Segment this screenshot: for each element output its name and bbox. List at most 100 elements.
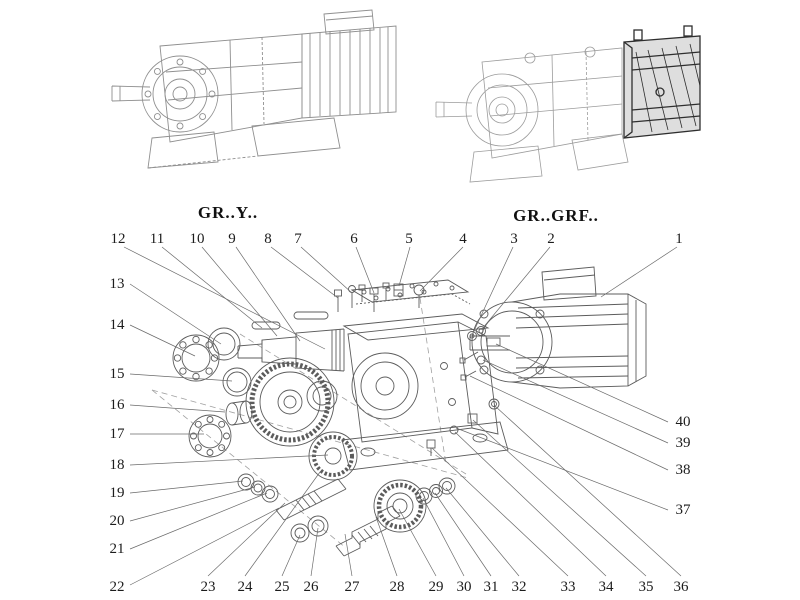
callout-10: 10 [190, 231, 205, 247]
leader-16 [129, 404, 226, 413]
housing-plugs [426, 398, 500, 456]
callout-4: 4 [459, 231, 467, 247]
leader-31 [434, 492, 492, 577]
callout-25: 25 [275, 579, 290, 595]
callout-13: 13 [110, 276, 125, 292]
callout-2: 2 [547, 231, 555, 247]
callout-1: 1 [675, 231, 683, 247]
callout-37: 37 [676, 502, 692, 518]
leader-34 [454, 431, 607, 577]
leader-10 [201, 246, 278, 337]
callout-34: 34 [599, 579, 615, 595]
callout-20: 20 [110, 513, 125, 529]
leader-7 [300, 246, 353, 294]
callout-39: 39 [676, 435, 691, 451]
leader-9 [235, 246, 301, 342]
leader-37 [455, 427, 669, 511]
leader-26 [310, 527, 319, 577]
output-shaft [435, 101, 473, 118]
motor-mount-hardware [459, 326, 501, 381]
assembled-view-gr-y [111, 9, 397, 169]
leader-23 [207, 502, 286, 577]
callout-11: 11 [150, 231, 164, 247]
eye-bolt [413, 284, 425, 296]
leader-22 [129, 507, 280, 586]
output-shaft [111, 85, 151, 102]
leader-33 [431, 447, 569, 577]
leader-25 [281, 534, 301, 577]
callout-5: 5 [405, 231, 413, 247]
leader-40 [495, 343, 669, 423]
ball-bearing [188, 414, 232, 458]
leader-19 [129, 480, 244, 494]
callout-23: 23 [201, 579, 216, 595]
callout-17: 17 [110, 426, 126, 442]
assembled-view-gr-grf [435, 46, 629, 183]
callout-29: 29 [429, 579, 444, 595]
leader-13 [129, 283, 222, 345]
input-bearing-set [172, 327, 252, 397]
callout-16: 16 [110, 397, 126, 413]
callout-3: 3 [510, 231, 518, 247]
callout-32: 32 [512, 579, 527, 595]
callout-35: 35 [639, 579, 654, 595]
leader-27 [344, 533, 353, 577]
motor-fan-cover [627, 293, 647, 387]
leader-18 [129, 454, 329, 466]
callout-38: 38 [676, 462, 691, 478]
leader-2 [481, 246, 551, 330]
leader-20 [129, 486, 256, 522]
callout-40: 40 [676, 414, 691, 430]
callout-22: 22 [110, 579, 125, 595]
callout-36: 36 [674, 579, 690, 595]
callout-numbers: 12 11 10 9 8 7 6 5 4 3 2 1 13 14 15 16 1… [110, 231, 692, 595]
callout-12: 12 [111, 231, 126, 247]
leader-5 [398, 246, 411, 287]
leader-39 [482, 359, 669, 444]
terminal-box [323, 9, 375, 35]
leader-lines [123, 246, 682, 586]
shaft-key [293, 311, 329, 320]
callout-7: 7 [294, 231, 302, 247]
callout-14: 14 [110, 317, 126, 333]
callout-6: 6 [350, 231, 358, 247]
exploded-view [151, 266, 647, 557]
motor-shaft-key [486, 337, 501, 347]
callout-18: 18 [110, 457, 125, 473]
leader-28 [375, 516, 398, 577]
shaft-key [251, 321, 281, 330]
callout-21: 21 [110, 541, 125, 557]
output-gear [373, 479, 427, 533]
large-gear-set [188, 357, 338, 458]
second-gear [308, 431, 358, 481]
motor-terminal-box [541, 266, 597, 301]
leader-11 [161, 246, 263, 329]
leader-15 [129, 373, 233, 382]
exploded-gearbox-housing [341, 313, 509, 471]
large-gear [245, 357, 335, 447]
callout-26: 26 [304, 579, 320, 595]
variant-label-gr-grf: GR..GRF.. [513, 206, 599, 225]
motor-shaft [469, 335, 510, 351]
leader-32 [445, 487, 520, 577]
input-shaft-assembly [237, 311, 345, 372]
motor-body-outline [301, 25, 397, 119]
flange-adapter-dark-block [623, 25, 701, 139]
leader-38 [469, 375, 669, 471]
callout-27: 27 [345, 579, 361, 595]
callout-8: 8 [264, 231, 272, 247]
callout-24: 24 [238, 579, 254, 595]
output-shaft-set [290, 477, 456, 557]
leader-36 [494, 405, 682, 577]
callout-30: 30 [457, 579, 472, 595]
leader-3 [472, 246, 514, 334]
top-fasteners [334, 282, 425, 312]
leader-21 [129, 492, 268, 550]
leader-29 [398, 508, 437, 577]
leader-6 [355, 246, 375, 294]
callout-28: 28 [390, 579, 405, 595]
callout-15: 15 [110, 366, 125, 382]
callout-19: 19 [110, 485, 125, 501]
